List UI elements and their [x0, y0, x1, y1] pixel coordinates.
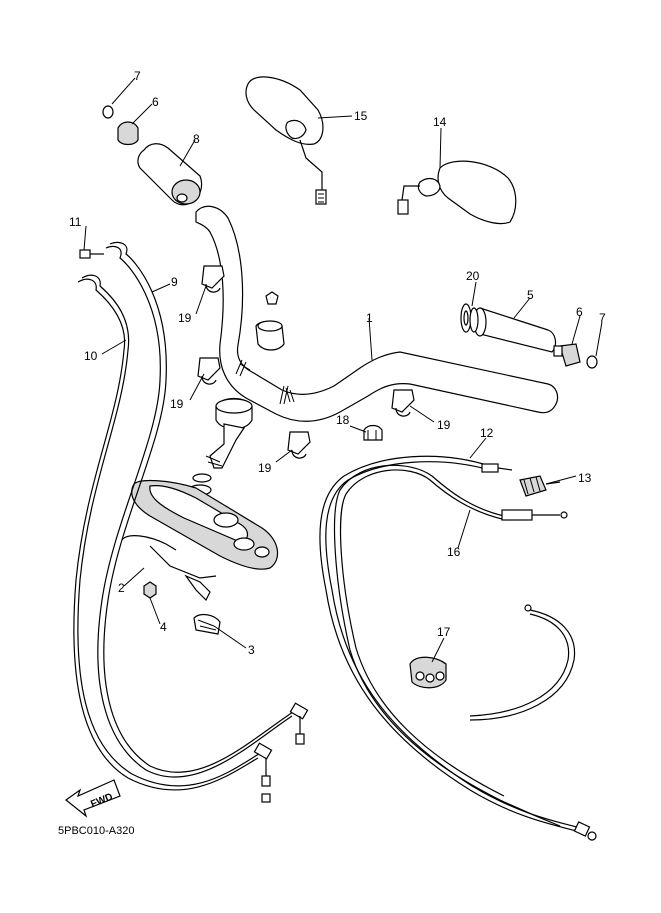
- cable-9: [97, 241, 309, 778]
- callout-19-c: 19: [258, 461, 272, 475]
- callout-19-a: 19: [178, 311, 192, 325]
- cable-12: [319, 455, 597, 841]
- callout-18: 18: [336, 413, 350, 427]
- callout-19-d: 19: [437, 418, 451, 432]
- left-grip: [137, 143, 203, 206]
- left-bar-end-weight: [117, 121, 139, 146]
- wire-holder-d: [391, 389, 415, 417]
- callout-6-left: 6: [152, 95, 159, 109]
- callout-20: 20: [466, 269, 480, 283]
- upper-bracket: [131, 479, 279, 570]
- callout-16: 16: [447, 545, 461, 559]
- callout-6-right: 6: [576, 305, 583, 319]
- callout-9: 9: [171, 275, 178, 289]
- callout-4: 4: [160, 620, 167, 634]
- callout-13: 13: [578, 471, 592, 485]
- wire-holder-b: [197, 357, 221, 385]
- cable-clamp: [193, 613, 221, 635]
- callout-11: 11: [69, 215, 82, 229]
- cable-adjuster: [519, 475, 561, 497]
- cable-holder: [409, 656, 447, 689]
- handlebar-holder-upper: [255, 291, 285, 351]
- leader-lines: [83, 77, 603, 663]
- right-grip: [473, 307, 557, 353]
- left-mirror: [245, 76, 327, 205]
- callout-5: 5: [527, 288, 534, 302]
- cable-10: [73, 274, 273, 803]
- handlebar: [195, 205, 559, 422]
- wire-holder-c: [287, 431, 311, 459]
- callout-2: 2: [118, 581, 125, 595]
- fwd-arrow: FWD: [65, 779, 121, 818]
- bolt: [79, 249, 104, 259]
- right-mirror: [397, 160, 517, 225]
- callout-14: 14: [433, 115, 447, 129]
- grip-washers: [460, 303, 479, 333]
- handlebar-riser: [205, 397, 253, 469]
- left-bar-end-screw: [102, 105, 114, 119]
- cable-guide: [121, 535, 217, 602]
- callout-7-left: 7: [134, 69, 141, 83]
- callout-1: 1: [366, 311, 373, 325]
- right-bar-end-weight: [553, 343, 581, 367]
- nut: [143, 581, 157, 599]
- cable-loop-right: [469, 604, 576, 721]
- callout-19-b: 19: [170, 397, 184, 411]
- callout-8: 8: [193, 132, 200, 146]
- callout-12: 12: [480, 426, 494, 440]
- small-clamp: [363, 424, 383, 441]
- callout-17: 17: [437, 625, 451, 639]
- callouts: 1 2 3 4 5 6 6 7 7 8 9 10 11 12 13 14 15 …: [69, 69, 606, 657]
- diagram-code: 5PBC010-A320: [58, 825, 134, 837]
- callout-10: 10: [84, 349, 98, 363]
- right-bar-end-screw: [586, 355, 598, 369]
- callout-15: 15: [354, 109, 368, 123]
- callout-3: 3: [248, 643, 255, 657]
- callout-7-right: 7: [599, 311, 606, 325]
- cable-16: [333, 464, 568, 827]
